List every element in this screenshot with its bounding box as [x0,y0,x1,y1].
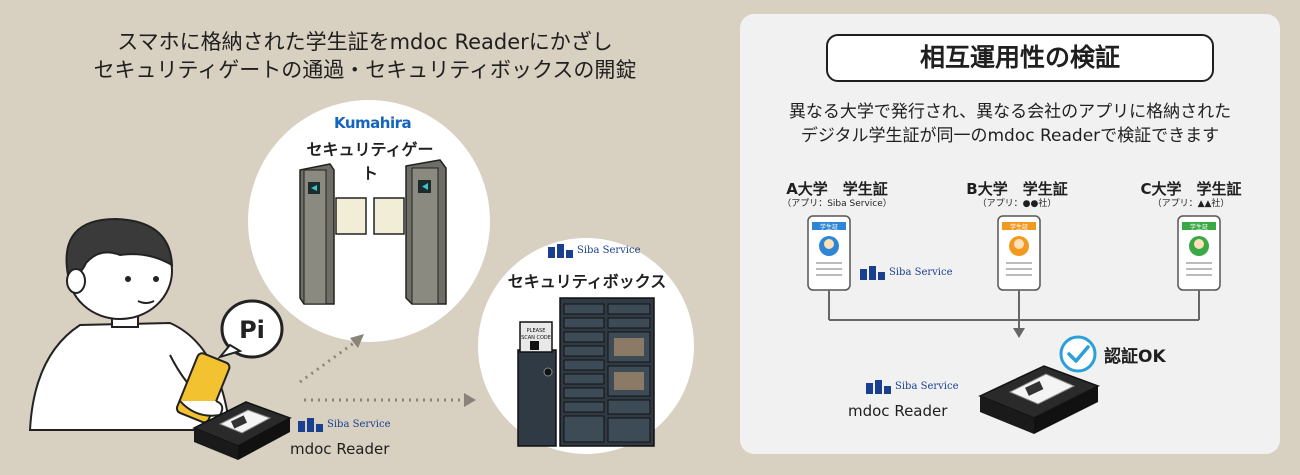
kumahira-logo: Kumahira [334,114,412,132]
university-c-name: C大学 学生証 [1140,180,1242,198]
connector-lines [828,290,1200,338]
panel-description: 異なる大学で発行され、異なる会社のアプリに格納された デジタル学生証が同一のmd… [760,100,1260,148]
student-illustration: Pi [28,217,284,431]
student-id-phone-c: 学生証 [1177,215,1221,291]
university-c: C大学 学生証 （アプリ：▲▲社） [1116,180,1266,210]
pi-sound-text: Pi [239,316,265,344]
panel-desc-line1: 異なる大学で発行され、異なる会社のアプリに格納された [788,102,1232,122]
panel-title: 相互運用性の検証 [826,34,1214,82]
card-title-a: 学生証 [820,223,838,231]
security-box-label: セキュリティボックス [507,272,667,291]
panel-desc-line2: デジタル学生証が同一のmdoc Readerで検証できます [800,126,1220,146]
scenario-title-line1: スマホに格納された学生証をmdoc Readerにかざし [117,30,613,54]
siba-brand-text: Siba Service [577,245,641,256]
security-gate-circle [248,100,490,342]
scenario-title: スマホに格納された学生証をmdoc Readerにかざし セキュリティゲートの通… [40,28,690,84]
siba-logo-card-a: Siba Service [860,266,953,280]
student-id-phone-b: 学生証 [997,215,1041,291]
siba-mark-icon [298,418,323,432]
university-b-name: B大学 学生証 [966,180,1068,198]
siba-brand-text: Siba Service [327,419,391,430]
kiosk-screen-text: PLEASE [527,328,546,334]
siba-logo-left-reader: Siba Service [298,418,391,432]
university-b-app: （アプリ：●●社） [977,199,1057,209]
dotted-arrows [299,334,476,407]
security-box-illustration: PLEASE SCAN CODE [517,297,655,447]
siba-brand-text: Siba Service [895,381,959,392]
university-b: B大学 学生証 （アプリ：●●社） [942,180,1092,210]
siba-mark-icon [548,244,573,258]
check-icon [1059,335,1097,373]
security-gate-label: セキュリティゲート [306,140,434,183]
siba-logo-box: Siba Service [548,244,641,258]
university-a-app: （アプリ：Siba Service） [782,199,892,209]
mdoc-reader-label-left: mdoc Reader [290,440,390,458]
university-a-name: A大学 学生証 [786,180,888,198]
university-c-app: （アプリ：▲▲社） [1152,199,1230,209]
mdoc-reader-device-right [978,365,1100,434]
scenario-title-line2: セキュリティゲートの通過・セキュリティボックスの開錠 [93,58,637,82]
student-id-phone-a: 学生証 [807,215,851,291]
security-gate-illustration [299,159,447,305]
siba-logo-right-reader: Siba Service [866,380,959,394]
card-title-c: 学生証 [1190,223,1208,231]
siba-mark-icon [860,266,885,280]
siba-brand-text: Siba Service [889,267,953,278]
svg-text:SCAN CODE: SCAN CODE [521,335,551,341]
university-a: A大学 学生証 （アプリ：Siba Service） [762,180,912,210]
card-title-b: 学生証 [1010,223,1028,231]
siba-mark-icon [866,380,891,394]
mdoc-reader-label-right: mdoc Reader [848,402,948,420]
mdoc-reader-device-left [192,401,292,460]
auth-ok-label: 認証OK [1104,347,1166,367]
